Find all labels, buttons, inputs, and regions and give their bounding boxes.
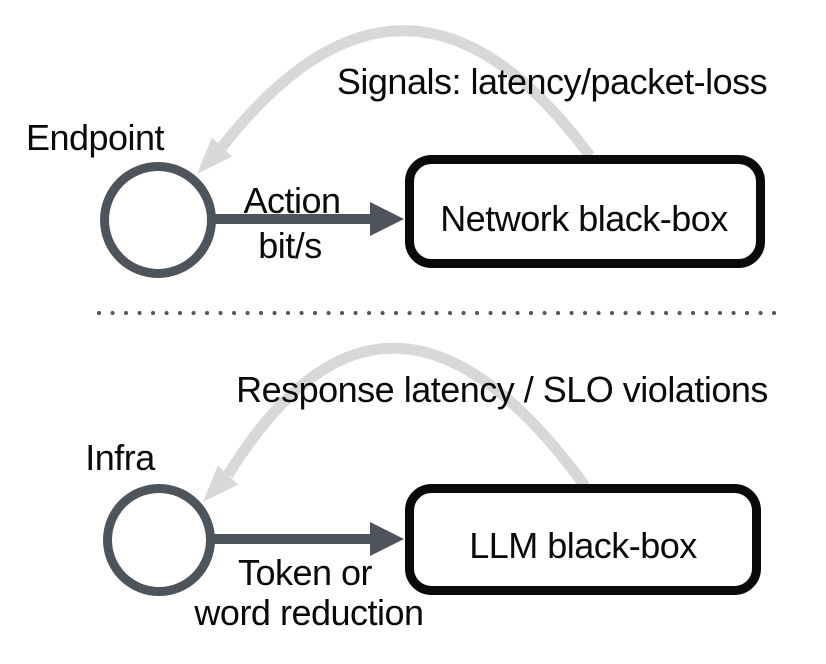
bottom-feedback-label: Response latency / SLO violations xyxy=(236,369,768,410)
infra-node xyxy=(103,484,215,596)
token-label-line1: Token or xyxy=(238,552,373,593)
action-label-line1: Action xyxy=(243,180,340,221)
action-arrowhead-icon xyxy=(370,202,404,236)
network-blackbox-label: Network black-box xyxy=(440,198,728,239)
token-label-line2: word reduction xyxy=(193,592,423,633)
endpoint-label: Endpoint xyxy=(26,117,165,158)
endpoint-node xyxy=(100,162,216,278)
action-label-line2: bit/s xyxy=(258,225,322,266)
top-feedback-arc xyxy=(217,25,595,160)
llm-blackbox-node xyxy=(405,484,761,595)
llm-blackbox-label: LLM black-box xyxy=(469,525,697,566)
bottom-feedback-arc xyxy=(223,342,590,490)
token-arrowhead-icon xyxy=(370,522,404,556)
top-feedback-arrowhead-icon xyxy=(197,137,233,174)
top-feedback-label: Signals: latency/packet-loss xyxy=(337,61,767,102)
infra-label: Infra xyxy=(85,437,156,478)
network-blackbox-node xyxy=(405,155,765,268)
bottom-feedback-arrowhead-icon xyxy=(203,465,239,502)
